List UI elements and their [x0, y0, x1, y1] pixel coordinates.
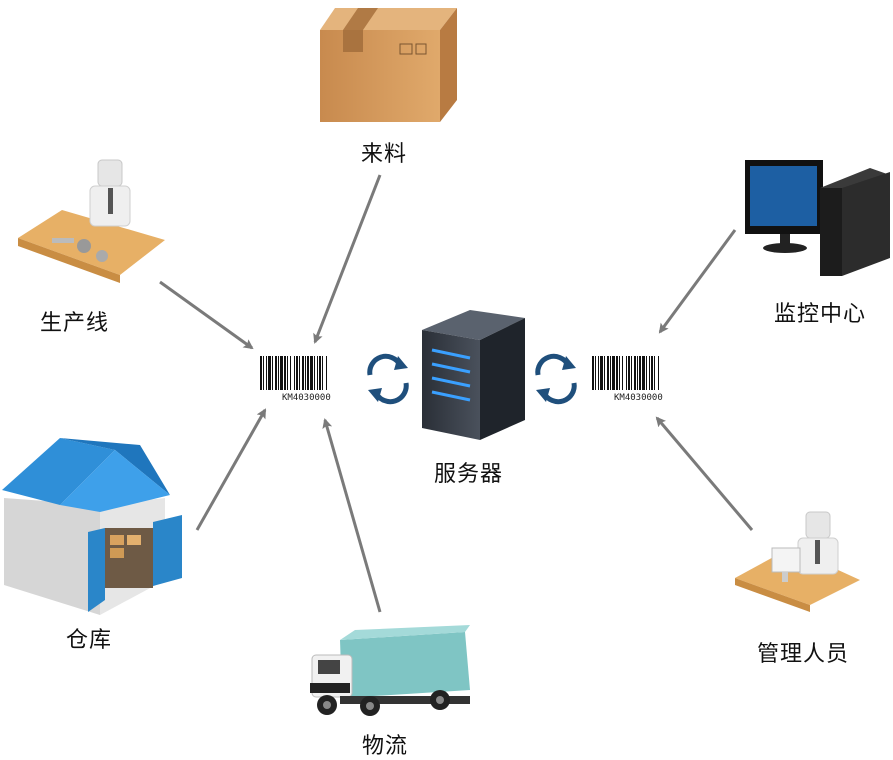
- arrow-logistics: [322, 418, 382, 613]
- barcode-bar: [310, 356, 313, 390]
- barcode-bar: [658, 356, 659, 390]
- label-logistics: 物流: [362, 734, 409, 759]
- barcode-bar: [616, 356, 618, 390]
- barcode-bar: [646, 356, 647, 390]
- barcode-bar: [314, 356, 315, 390]
- barcode-bar: [287, 356, 288, 390]
- warehouse-icon: [2, 438, 182, 615]
- barcode-bar: [634, 356, 636, 390]
- barcode-bar: [619, 356, 620, 390]
- arrows: [159, 174, 754, 613]
- barcode-bar: [626, 356, 627, 390]
- arrow-monitoring: [658, 229, 737, 334]
- worker-desk-icon: [18, 159, 165, 283]
- barcode-right-text: KM4030000: [614, 393, 663, 403]
- barcode-bar: [319, 356, 321, 390]
- barcode-bar: [622, 356, 623, 390]
- barcode-bar: [275, 356, 277, 390]
- barcode-bar: [307, 356, 309, 390]
- barcode-bar: [260, 356, 262, 390]
- barcode-bar: [268, 356, 271, 390]
- barcode-bar: [600, 356, 603, 390]
- barcode-bar: [651, 356, 653, 390]
- barcode-bar: [598, 356, 599, 390]
- monitor-pc-icon: [745, 160, 890, 276]
- barcode-bar: [290, 356, 291, 390]
- barcode-bar: [639, 356, 641, 390]
- label-monitoring: 监控中心: [774, 302, 867, 327]
- barcode-bar: [595, 356, 596, 390]
- barcode-left-text: KM4030000: [282, 393, 331, 403]
- barcode-icon: [592, 356, 659, 390]
- barcode-bar: [305, 356, 306, 390]
- barcode-bar: [604, 356, 605, 390]
- label-server: 服务器: [434, 462, 504, 487]
- barcode-bar: [607, 356, 609, 390]
- barcode-bar: [592, 356, 594, 390]
- barcode-bar: [302, 356, 304, 390]
- barcode-bar: [631, 356, 632, 390]
- barcode-bar: [294, 356, 295, 390]
- barcode-bar: [642, 356, 645, 390]
- arrow-warehouse: [195, 408, 267, 531]
- arrow-production: [159, 280, 254, 350]
- barcode-bar: [612, 356, 615, 390]
- barcode-bar: [263, 356, 264, 390]
- barcode-bar: [628, 356, 630, 390]
- barcode-bar: [637, 356, 638, 390]
- barcode-bar: [272, 356, 273, 390]
- barcode-bar: [654, 356, 655, 390]
- sync-icon: [535, 353, 577, 405]
- label-management: 管理人员: [757, 642, 850, 667]
- sync-icon: [367, 353, 409, 405]
- barcode-bar: [280, 356, 283, 390]
- label-warehouse: 仓库: [66, 628, 113, 653]
- barcode-bar: [610, 356, 611, 390]
- server-tower-icon: [422, 310, 525, 440]
- barcode-bar: [326, 356, 327, 390]
- label-production: 生产线: [40, 311, 110, 336]
- barcode-bar: [299, 356, 300, 390]
- barcode-bar: [322, 356, 323, 390]
- cardboard-box-icon: [320, 8, 457, 122]
- barcode-bar: [266, 356, 267, 390]
- manager-desk-icon: [735, 511, 860, 612]
- arrow-management: [655, 416, 754, 531]
- arrow-incoming: [313, 174, 382, 344]
- label-incoming: 来料: [361, 142, 408, 167]
- barcode-bar: [278, 356, 279, 390]
- truck-icon: [310, 625, 470, 716]
- barcode-bar: [284, 356, 286, 390]
- barcode-icon: [260, 356, 327, 390]
- barcode-bar: [649, 356, 650, 390]
- barcode-bar: [317, 356, 318, 390]
- barcode-bar: [296, 356, 298, 390]
